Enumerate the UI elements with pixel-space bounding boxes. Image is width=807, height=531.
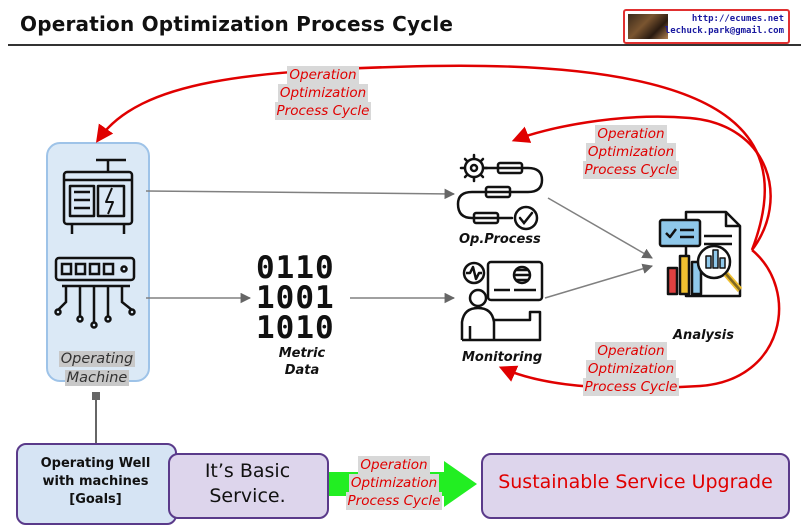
binary-row: 0110 xyxy=(256,250,335,286)
cycle-arrow-top xyxy=(95,64,767,251)
flow-arrow-op-to-analysis xyxy=(547,197,653,259)
title-divider xyxy=(8,44,801,46)
cycle-label-op-process: Operation Optimization Process Cycle xyxy=(571,125,691,179)
goals-line: [Goals] xyxy=(69,492,122,507)
op-process-icon xyxy=(456,153,544,231)
goals-line: with machines xyxy=(42,474,149,489)
cycle-label-monitoring: Operation Optimization Process Cycle xyxy=(571,342,691,396)
cycle-label-line: Operation xyxy=(287,66,359,84)
basic-service-box xyxy=(168,453,329,519)
network-switch-icon xyxy=(54,256,136,329)
metric-label-line: Data xyxy=(284,363,320,378)
cycle-label-line: Process Cycle xyxy=(582,378,680,396)
basic-line: Service. xyxy=(209,485,286,507)
goals-box xyxy=(16,443,177,525)
basic-service-text: It’s Basic Service. xyxy=(170,459,325,509)
cycle-label-line: Optimization xyxy=(585,360,677,378)
metric-binary-digits: 0110 1001 1010 xyxy=(256,250,335,346)
operating-machine-label: Operating Machine xyxy=(46,350,148,388)
cycle-label-line: Process Cycle xyxy=(582,161,680,179)
binary-row: 1010 xyxy=(256,310,335,346)
analysis-label: Analysis xyxy=(673,328,734,343)
flow-arrow-machine-to-op xyxy=(145,188,456,200)
service-upgrade-box xyxy=(481,453,790,519)
machine-label-line: Operating xyxy=(58,351,136,367)
cycle-arrow-monitoring xyxy=(498,249,781,390)
metric-data-label: Metric Data xyxy=(272,345,332,379)
monitoring-icon xyxy=(460,260,544,342)
contact-badge: http://ecumes.net lechuck.park@gmail.com xyxy=(623,9,790,44)
goals-text: Operating Well with machines [Goals] xyxy=(18,455,173,509)
cycle-label-line: Process Cycle xyxy=(274,102,372,120)
cycle-label-line: Operation xyxy=(595,125,667,143)
contact-url[interactable]: http://ecumes.net xyxy=(691,14,784,24)
goals-line: Operating Well xyxy=(40,456,151,471)
cycle-label-line: Optimization xyxy=(585,143,677,161)
service-upgrade-text: Sustainable Service Upgrade xyxy=(498,471,773,493)
metric-label-line: Metric xyxy=(278,346,326,361)
cycle-label-line: Optimization xyxy=(277,84,369,102)
monitoring-label: Monitoring xyxy=(462,350,543,365)
basic-line: It’s Basic xyxy=(204,460,291,482)
machine-label-line: Machine xyxy=(64,370,130,386)
author-logo-icon xyxy=(628,14,668,39)
cycle-label-line: Operation xyxy=(595,342,667,360)
cycle-arrow-op-process xyxy=(511,115,772,251)
cycle-label-line: Operation xyxy=(358,456,430,474)
server-icon xyxy=(62,158,134,234)
cycle-label-line: Process Cycle xyxy=(345,492,443,510)
op-process-label: Op.Process xyxy=(459,232,541,247)
analysis-icon xyxy=(658,210,743,298)
connector-node xyxy=(92,392,100,400)
flow-arrow-monitoring-to-analysis xyxy=(544,263,654,299)
cycle-label-top: Operation Optimization Process Cycle xyxy=(263,66,383,120)
contact-email[interactable]: lechuck.park@gmail.com xyxy=(664,26,784,36)
cycle-label-line: Optimization xyxy=(348,474,440,492)
cycle-label-bottom: Operation Optimization Process Cycle xyxy=(334,456,454,510)
page-title: Operation Optimization Process Cycle xyxy=(20,12,454,36)
binary-row: 1001 xyxy=(256,280,335,316)
